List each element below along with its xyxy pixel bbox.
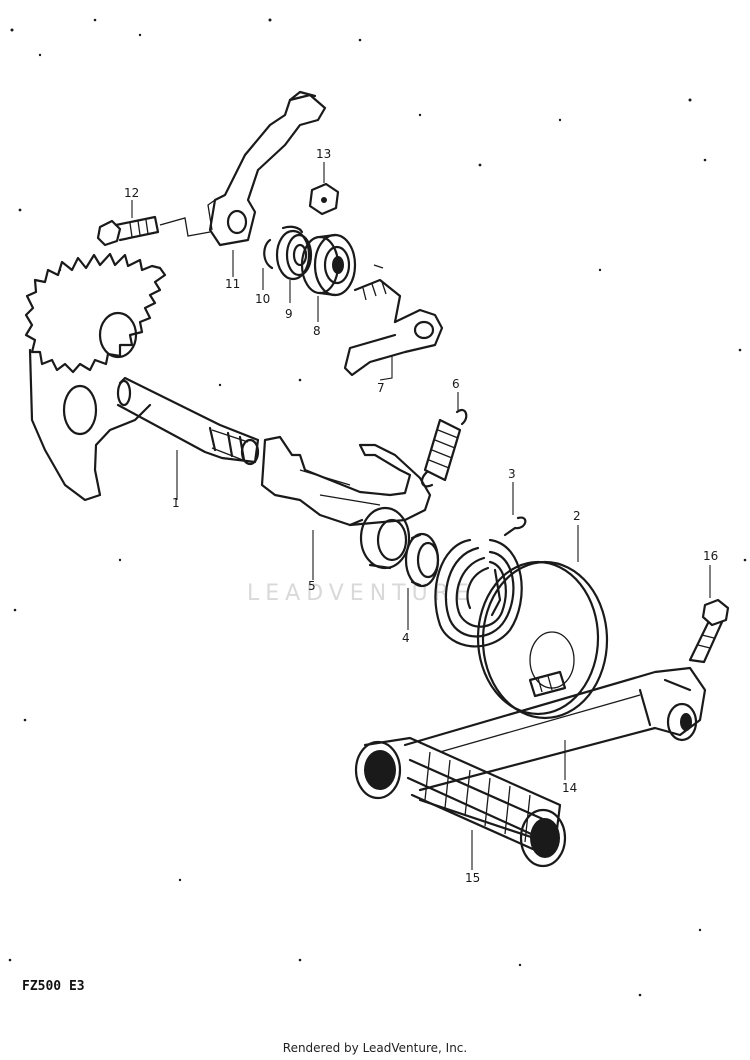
callout-2: 2 [573, 509, 581, 523]
callout-1: 1 [172, 496, 180, 510]
part-3-kick-spring [434, 516, 527, 648]
part-7-guide-arm [343, 278, 444, 377]
callout-10: 10 [255, 292, 270, 306]
callout-5: 5 [308, 579, 316, 593]
callout-7: 7 [377, 381, 385, 395]
bolt-12-axis-line [159, 217, 211, 237]
part-11-bracket [207, 90, 327, 247]
model-code-label: FZ500 E3 [22, 979, 85, 994]
part-5-stopper-plate [260, 435, 432, 570]
part-2-cover-disc [476, 560, 609, 720]
callout-12: 12 [124, 186, 139, 200]
callout-13: 13 [316, 147, 331, 161]
part-12-bolt [96, 215, 160, 247]
part-15-kick-grip [354, 736, 567, 868]
callout-11: 11 [225, 277, 240, 291]
callout-3: 3 [508, 467, 516, 481]
part-9-washer [275, 229, 313, 281]
part-13-nut [308, 182, 340, 216]
callout-14: 14 [562, 781, 577, 795]
part-10-circlip [263, 225, 304, 270]
guide-axis-line [373, 264, 384, 269]
part-14-kick-lever [403, 666, 707, 792]
watermark-text: LEADVENTURE [247, 581, 475, 606]
part-16-bolt [688, 598, 730, 664]
callout-4: 4 [402, 631, 410, 645]
part-4-washer [404, 532, 440, 588]
part-6-spring [420, 408, 468, 488]
callout-15: 15 [465, 871, 480, 885]
callout-8: 8 [313, 324, 321, 338]
footer-credit: Rendered by LeadVenture, Inc. [282, 1041, 468, 1055]
scan-noise [8, 18, 747, 997]
callout-16: 16 [703, 549, 718, 563]
part-1-kick-gear-shaft [24, 252, 260, 502]
callout-9: 9 [285, 307, 293, 321]
callout-6: 6 [452, 377, 460, 391]
leader-7 [379, 355, 393, 381]
part-8-bearing [300, 233, 357, 297]
